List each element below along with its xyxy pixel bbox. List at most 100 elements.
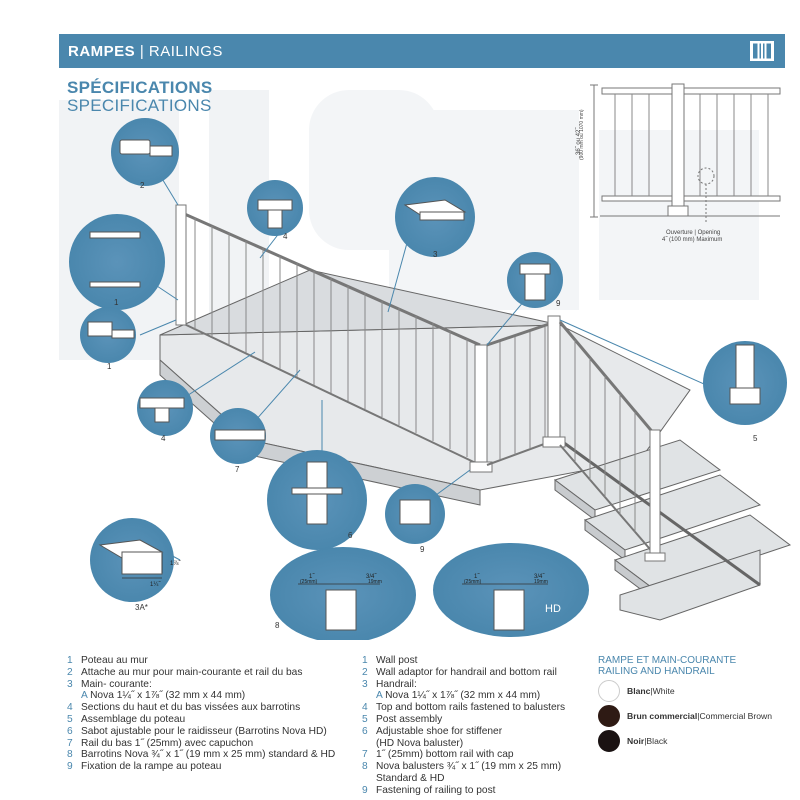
color-swatch-row: Brun commercial | Commercial Brown	[598, 705, 798, 727]
callout-6: 6	[348, 531, 353, 540]
callout-1a: 1	[114, 298, 119, 307]
legend-text-body: Rail du bas 1˝ (25mm) avec capuchon	[81, 737, 254, 749]
legend-item: 7 1˝ (25mm) bottom rail with cap	[362, 749, 592, 761]
color-title-en: RAILING AND HANDRAIL	[598, 666, 715, 677]
legend-text: A Nova 1¼˝ x 1⅞˝ (32 mm x 44 mm)	[81, 690, 245, 702]
legend-text: Post assembly	[376, 714, 442, 726]
legend-text-body: Sabot ajustable pour le raidisseur (Barr…	[81, 725, 327, 737]
opening-detail	[590, 83, 781, 222]
header-title-en: RAILINGS	[148, 42, 223, 60]
legend-number: 9	[67, 761, 73, 773]
legend-item: Standard & HD	[362, 773, 592, 785]
legend-text-body: Post assembly	[376, 713, 443, 725]
legend-text: Nova balusters ¾˝ x 1˝ (19 mm x 25 mm)	[376, 761, 561, 773]
hd-left-mm: (25mm)	[464, 579, 482, 585]
color-name-sep: |	[697, 711, 700, 721]
legend-text: Wall post	[376, 655, 418, 667]
legend-text-body: Attache au mur pour main-courante et rai…	[81, 666, 303, 678]
legend-text: 1˝ (25mm) bottom rail with cap	[376, 749, 514, 761]
legend-item: 6 Adjustable shoe for stiffener	[362, 726, 592, 738]
legend-number: 8	[362, 761, 368, 773]
color-swatch	[598, 730, 620, 752]
legend-text: Sabot ajustable pour le raidisseur (Barr…	[81, 726, 327, 738]
callout-9a: 9	[556, 299, 561, 308]
legend-number: 8	[67, 749, 73, 761]
legend-number	[362, 773, 376, 785]
callout-3a: 3A*	[135, 603, 148, 612]
legend-number: 2	[67, 666, 73, 678]
spec-title: SPÉCIFICATIONS SPECIFICATIONS	[67, 79, 213, 115]
legend-item: 3 Handrail:	[362, 679, 592, 691]
legend-item: 8 Nova balusters ¾˝ x 1˝ (19 mm x 25 mm)	[362, 761, 592, 773]
legend-number: 7	[67, 737, 73, 749]
legend-number	[362, 690, 376, 702]
legend-item: 9 Fastening of railing to post	[362, 785, 592, 797]
legend-number: 6	[67, 725, 73, 737]
callout-7: 7	[235, 465, 240, 474]
legend-number: 4	[67, 702, 73, 714]
std-right-mm: 19mm	[368, 579, 382, 585]
legend-text-body: Top and bottom rails fastened to baluste…	[376, 702, 566, 714]
header-bar: RAMPES | RAILINGS	[59, 34, 785, 68]
callout-4a: 4	[283, 232, 288, 241]
legend-item: 9 Fixation de la rampe au poteau	[67, 761, 357, 773]
legend-text: Sections du haut et du bas vissées aux b…	[81, 702, 300, 714]
hd-label: HD	[545, 603, 561, 615]
legend-number: 1	[362, 655, 368, 666]
hd-right-dim: 3/4˝	[534, 574, 545, 580]
legend-text: Rail du bas 1˝ (25mm) avec capuchon	[81, 738, 253, 750]
legend-text: Fastening of railing to post	[376, 785, 496, 797]
legend-text-body: Fixation de la rampe au poteau	[81, 761, 222, 773]
deck-railing	[175, 204, 666, 562]
legend-number: 7	[362, 749, 368, 761]
color-swatch-row: Noir | Black	[598, 730, 798, 752]
callout-5: 5	[753, 434, 758, 443]
legend-number: 9	[362, 784, 368, 796]
legend-sub-letter: A	[81, 690, 91, 702]
header-title-fr: RAMPES	[68, 42, 136, 60]
callout-9b: 9	[420, 545, 425, 554]
color-name-fr: Blanc	[627, 686, 651, 696]
legend-text: Poteau au mur	[81, 655, 148, 667]
legend-item: 5 Post assembly	[362, 714, 592, 726]
legend-text-body: Nova 1¼˝ x 1⅞˝ (32 mm x 44 mm)	[385, 690, 541, 702]
callout-3: 3	[433, 250, 438, 259]
color-name-fr: Brun commercial	[627, 711, 698, 721]
railing-icon	[750, 41, 774, 61]
legend-text-body: 1˝ (25mm) bottom rail with cap	[376, 749, 514, 761]
legend-text: Handrail:	[376, 679, 417, 691]
legend-text: Adjustable shoe for stiffener	[376, 726, 502, 738]
legend-text-body: Adjustable shoe for stiffener	[376, 725, 503, 737]
legend-number	[67, 690, 81, 702]
header-title-separator: |	[135, 42, 149, 60]
color-name-en: Black	[646, 736, 668, 746]
legend-text-body: Sections du haut et du bas vissées aux b…	[81, 702, 301, 714]
spec-title-fr: SPÉCIFICATIONS	[67, 78, 213, 97]
legend-sub-letter: A	[376, 690, 386, 702]
legend-item: 2 Attache au mur pour main-courante et ra…	[67, 667, 357, 679]
legend-text-body: Wall adaptor for handrail and bottom rai…	[376, 666, 557, 678]
legend-number: 5	[362, 713, 368, 725]
legend-number: 5	[67, 713, 73, 725]
detail-profiles	[87, 139, 761, 631]
legend-item: 1 Wall post	[362, 655, 592, 667]
legend-text-body: (HD Nova baluster)	[376, 737, 464, 749]
hd-right-mm: 19mm	[534, 579, 548, 585]
rail-height-dim: 1⅞˝	[170, 561, 181, 567]
railing-drawing: 36˝ ou 42˝ (900 mm ou 1070 mm) Ouverture…	[69, 83, 792, 640]
height-sub-label: (900 mm ou 1070 mm)	[579, 109, 585, 160]
legend-text: Wall adaptor for handrail and bottom rai…	[376, 667, 557, 679]
legend-text: Main- courante:	[81, 679, 152, 691]
legend-item: (HD Nova baluster)	[362, 738, 592, 750]
legend-item: 4 Sections du haut et du bas vissées aux …	[67, 702, 357, 714]
legend-text-body: Barrotins Nova ¾˝ x 1˝ (19 mm x 25 mm) s…	[81, 749, 336, 761]
callout-8: 8	[275, 621, 280, 630]
legend-text: Fixation de la rampe au poteau	[81, 761, 221, 773]
color-title-fr: RAMPE ET MAIN-COURANTE	[598, 655, 737, 666]
legend-number: 6	[362, 725, 368, 737]
legend-number: 3	[362, 678, 368, 690]
